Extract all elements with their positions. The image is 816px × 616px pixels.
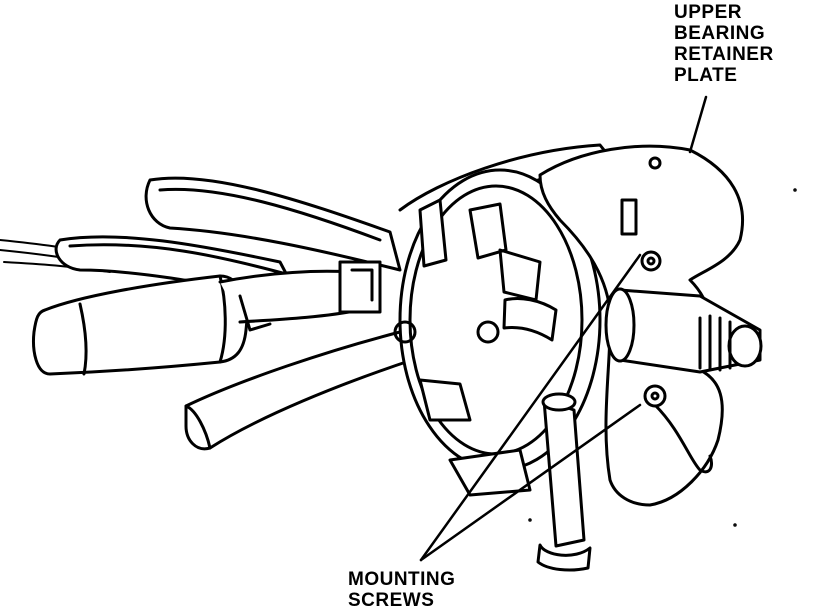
mounting-screw-lower [643,384,667,408]
label-line: SCREWS [348,590,435,611]
label-line: PLATE [674,65,738,86]
wiper-lever [184,330,414,451]
leader-mount-upper [419,253,642,562]
lever-knob [32,274,249,376]
leader-upper-plate [688,95,708,154]
mounting-screw-upper [640,250,662,272]
print-specks [528,188,797,527]
label-line: RETAINER [674,44,774,65]
label-line: UPPER [674,2,742,23]
lever-stalk [218,260,382,332]
leader-lines [419,95,708,562]
steering-shaft [604,287,763,374]
label-mounting-screws: MOUNTING SCREWS [348,569,455,611]
long-bolt [536,392,592,572]
label-upper-bearing-retainer-plate: UPPER BEARING RETAINER PLATE [674,2,774,86]
label-line: BEARING [674,23,766,44]
label-line: MOUNTING [348,569,456,590]
leader-mount-lower [419,403,642,562]
